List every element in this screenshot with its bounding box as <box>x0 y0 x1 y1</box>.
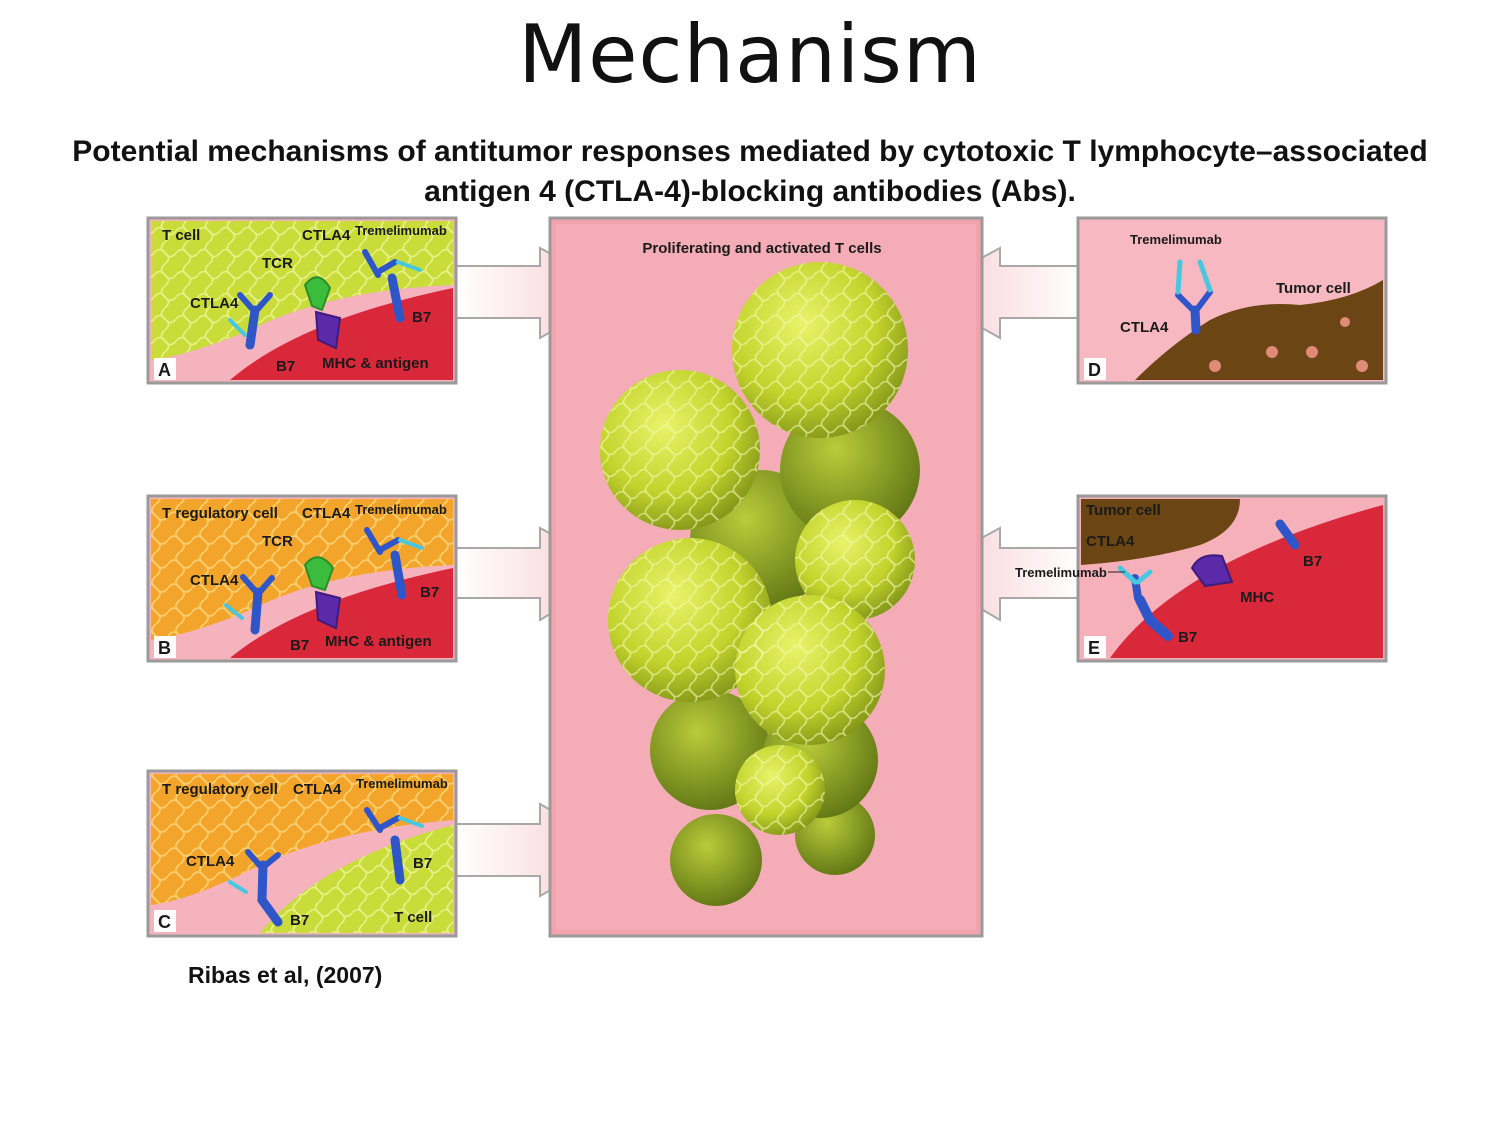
panel-c-letter: C <box>158 912 171 932</box>
label-d-tumor: Tumor cell <box>1276 280 1351 297</box>
panel-d: Tremelimumab Tumor cell CTLA4 D <box>1076 216 1388 385</box>
panel-e-letter: E <box>1088 638 1100 658</box>
citation: Ribas et al, (2007) <box>188 962 383 988</box>
panel-a: T cell CTLA4 Tremelimumab TCR CTLA4 B7 B… <box>146 216 458 385</box>
label-e-drug: Tremelimumab <box>1015 565 1107 580</box>
caption-line-1: Potential mechanisms of antitumor respon… <box>72 135 1428 168</box>
label-b-drug: Tremelimumab <box>355 502 447 517</box>
label-a-drug: Tremelimumab <box>355 223 447 238</box>
molecules-a <box>228 249 422 350</box>
caption-line-2: antigen 4 (CTLA-4)-blocking antibodies (… <box>424 175 1076 208</box>
panel-c: T regulatory cell CTLA4 Tremelimumab CTL… <box>146 769 458 938</box>
molecules-d <box>1175 259 1213 335</box>
label-a-b7-right: B7 <box>412 309 431 326</box>
label-c-tcell: T cell <box>394 909 432 926</box>
label-e-tumor: Tumor cell <box>1086 502 1161 519</box>
label-c-b7-right: B7 <box>413 855 432 872</box>
center-panel: Proliferating and activated T cells <box>548 216 984 938</box>
center-label: Proliferating and activated T cells <box>642 240 881 257</box>
page-title: Mechanism <box>518 8 982 101</box>
label-b-cell: T regulatory cell <box>162 505 278 522</box>
label-b-b7-bottom: B7 <box>290 637 309 654</box>
molecules-c <box>228 807 424 927</box>
label-e-mhc: MHC <box>1240 589 1274 606</box>
label-c-b7-bottom: B7 <box>290 912 309 929</box>
label-a-b7-bottom: B7 <box>276 358 295 375</box>
label-c-drug: Tremelimumab <box>356 776 448 791</box>
label-c-ctla4-top: CTLA4 <box>293 781 342 798</box>
label-a-cell: T cell <box>162 227 200 244</box>
label-a-ctla4-top: CTLA4 <box>302 227 351 244</box>
label-a-mhc: MHC & antigen <box>322 355 429 372</box>
label-e-b7-bottom: B7 <box>1178 629 1197 646</box>
panel-b-letter: B <box>158 638 171 658</box>
molecules-e <box>1117 519 1300 641</box>
figure-caption: Potential mechanisms of antitumor respon… <box>0 132 1500 212</box>
label-b-tcr: TCR <box>262 533 293 550</box>
label-c-ctla4-left: CTLA4 <box>186 853 235 870</box>
label-d-drug: Tremelimumab <box>1130 232 1222 247</box>
molecules-b <box>224 527 424 635</box>
label-b-ctla4-left: CTLA4 <box>190 572 239 589</box>
panel-a-letter: A <box>158 360 171 380</box>
label-b-ctla4-top: CTLA4 <box>302 505 351 522</box>
label-e-b7-top: B7 <box>1303 553 1322 570</box>
label-a-ctla4-left: CTLA4 <box>190 295 239 312</box>
label-a-tcr: TCR <box>262 255 293 272</box>
label-d-ctla4: CTLA4 <box>1120 319 1169 336</box>
label-e-ctla4: CTLA4 <box>1086 533 1135 550</box>
panel-d-letter: D <box>1088 360 1101 380</box>
label-b-mhc: MHC & antigen <box>325 633 432 650</box>
label-c-cell: T regulatory cell <box>162 781 278 798</box>
panel-e: Tumor cell CTLA4 Tremelimumab B7 MHC B7 … <box>1015 494 1388 663</box>
proliferating-t-cells <box>600 262 920 906</box>
label-b-b7-right: B7 <box>420 584 439 601</box>
panel-b: T regulatory cell CTLA4 Tremelimumab TCR… <box>146 494 458 663</box>
